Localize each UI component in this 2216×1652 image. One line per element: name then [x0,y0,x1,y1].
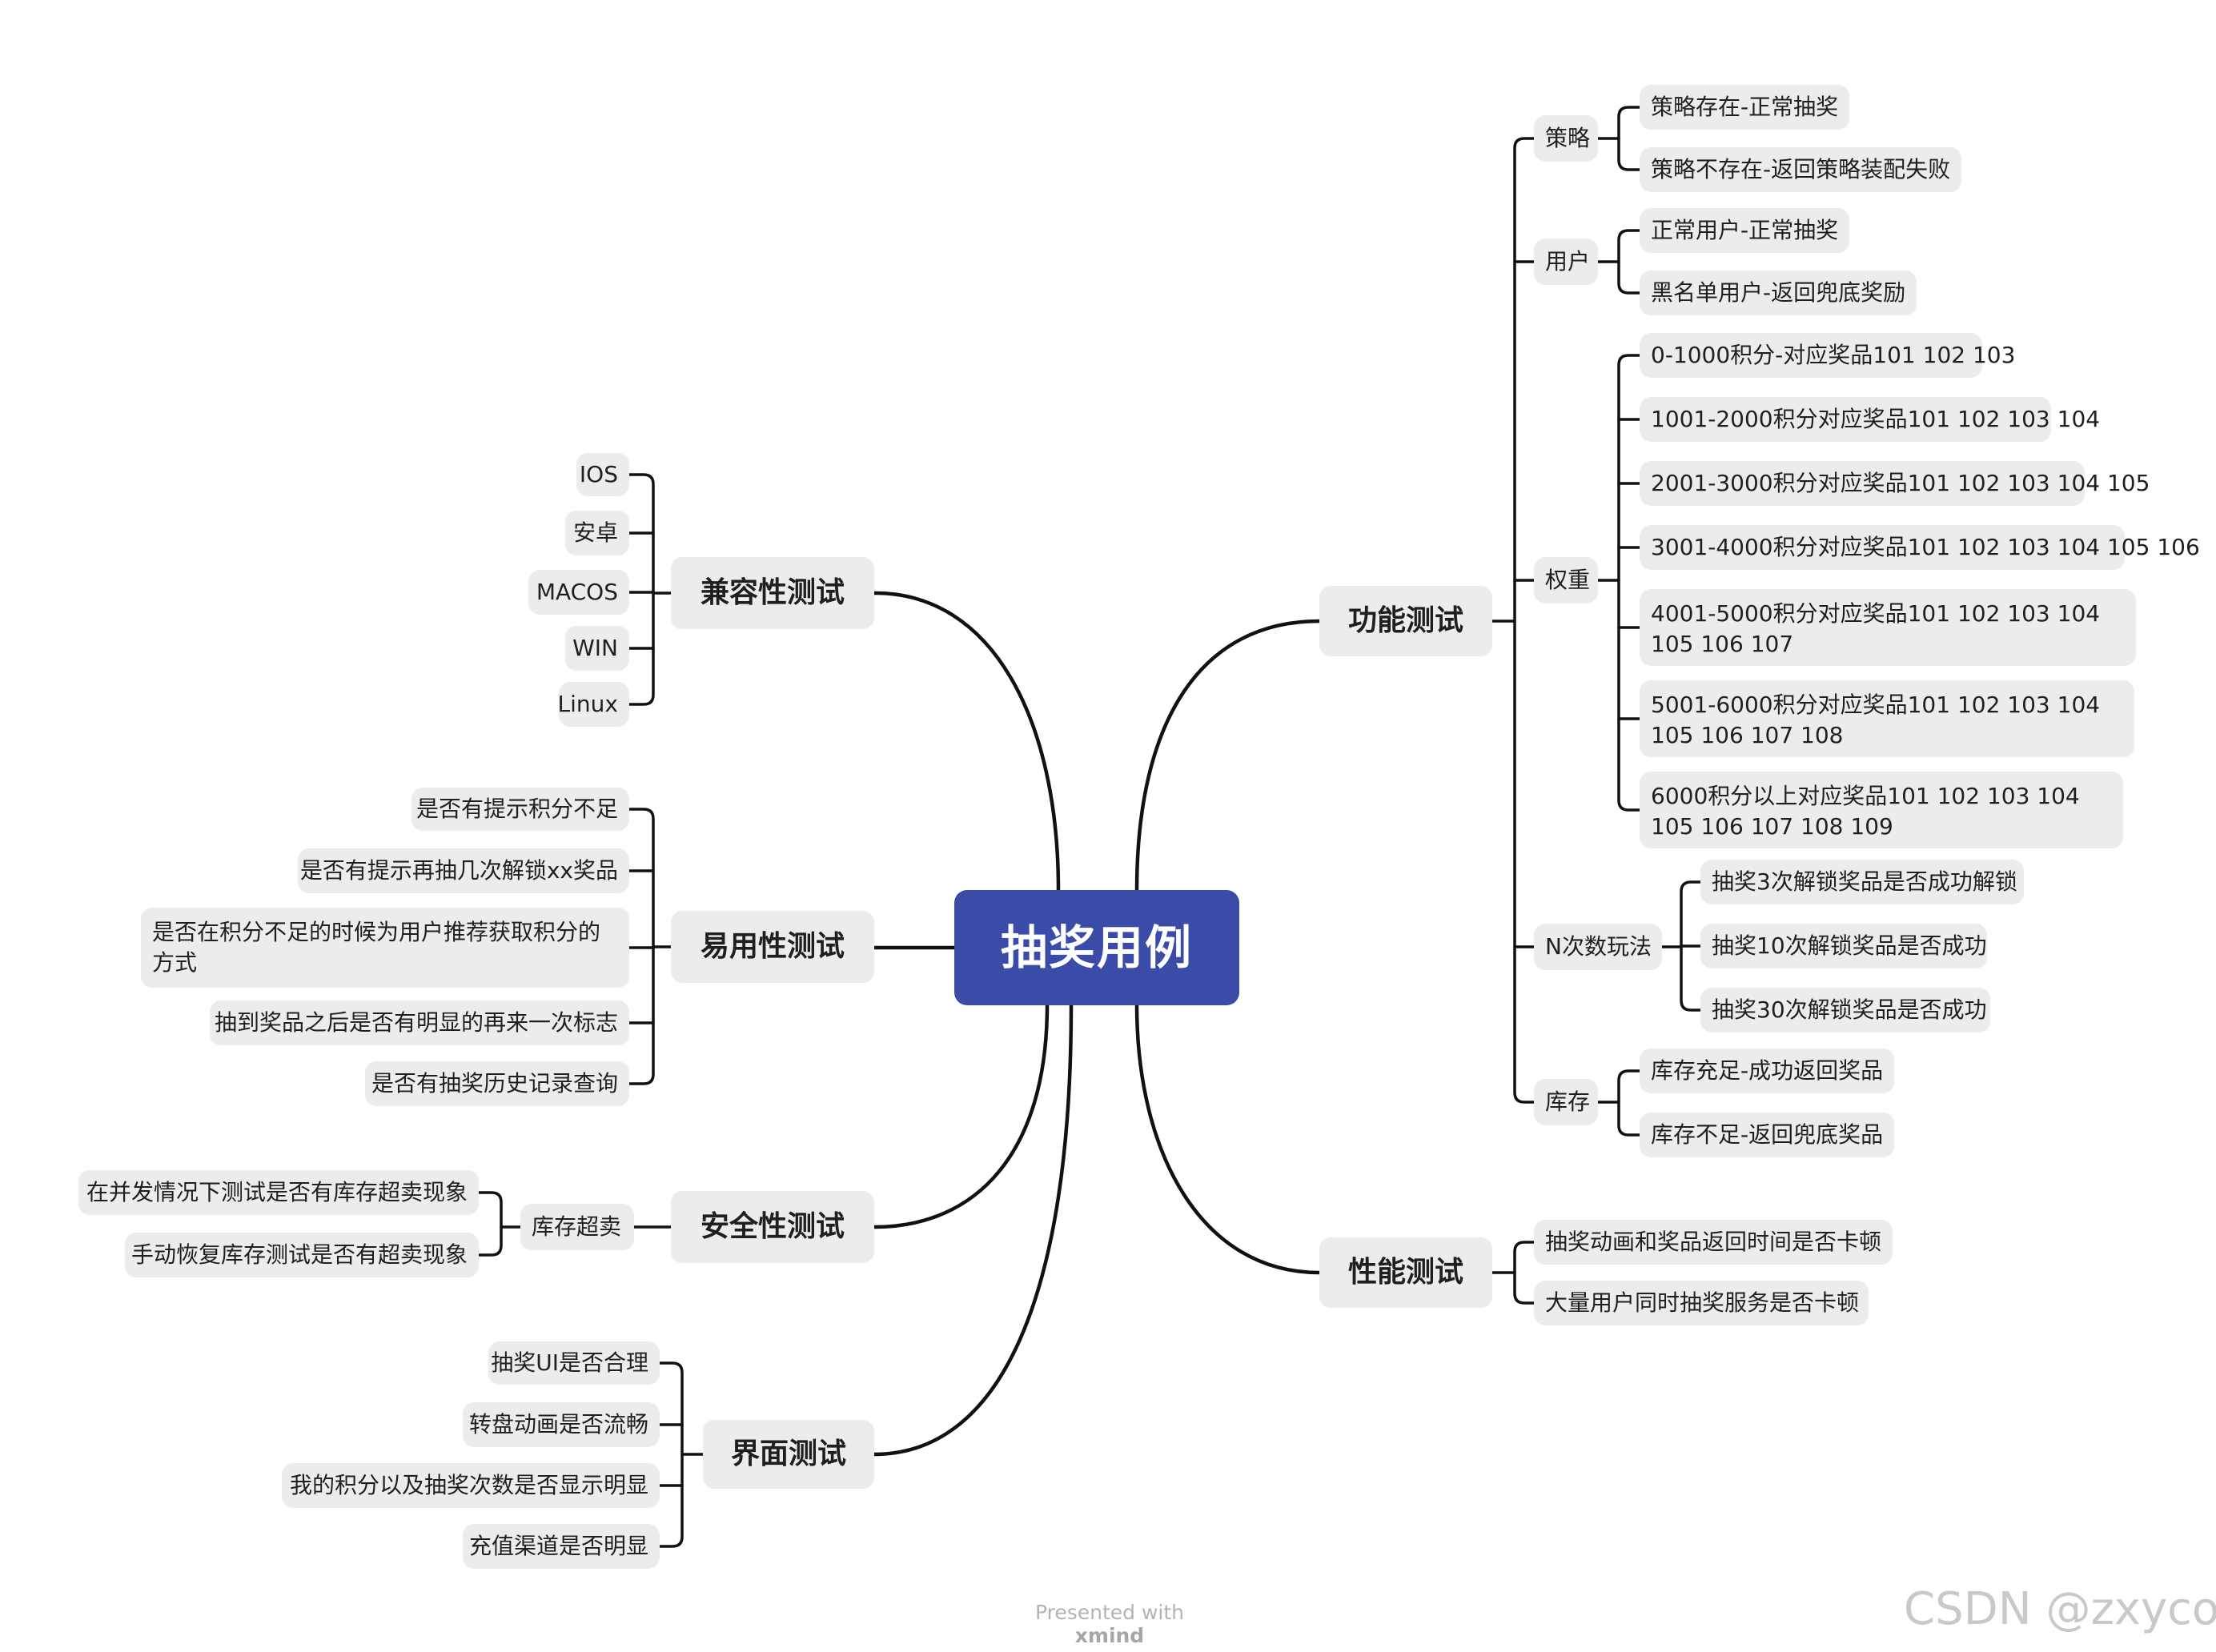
bracket-weight-spine [1617,354,1641,812]
n-draws-item-3[interactable]: 抽奖3次解锁奖品是否成功解锁 [1700,860,2024,904]
compat-item-android[interactable]: 安卓 [565,511,629,555]
compat-item-linux[interactable]: Linux [558,682,629,727]
compat-item-macos[interactable]: MACOS [528,570,629,615]
link-root-functional [1134,619,1322,892]
strategy-item-exists[interactable]: 策略存在-正常抽奖 [1640,85,1849,130]
user-item-blacklist[interactable]: 黑名单用户-返回兜底奖励 [1640,271,1917,315]
weight-item-0-1000[interactable]: 0-1000积分-对应奖品101 102 103 [1640,333,2015,378]
bracket-compat-spine [628,473,655,706]
strategy-item-missing[interactable]: 策略不存在-返回策略装配失败 [1640,147,1961,192]
link-root-performance [1134,1003,1322,1275]
link-root-compatibility [872,591,1061,892]
bracket-functional-spine [1513,137,1536,1104]
bracket-strategy-spine [1617,106,1641,171]
bracket-security-spine [477,1191,503,1257]
watermark: CSDN @zxycode [1904,1583,2216,1635]
performance-item-concurrent-users[interactable]: 大量用户同时抽奖服务是否卡顿 [1534,1281,1869,1325]
weight-item-6000-plus[interactable]: 6000积分以上对应奖品101 102 103 104 105 106 107 … [1640,772,2123,848]
ui-item-wheel-animation[interactable]: 转盘动画是否流畅 [463,1402,660,1447]
ui-item-recharge[interactable]: 充值渠道是否明显 [463,1524,660,1569]
functional-sub-user[interactable]: 用户 [1534,239,1598,285]
functional-sub-n-draws[interactable]: N次数玩法 [1534,924,1662,970]
footer-brand: xmind [1074,1624,1145,1647]
compat-item-win[interactable]: WIN [565,626,629,671]
root-topic[interactable]: 抽奖用例 [954,890,1239,1005]
topic-performance-testing[interactable]: 性能测试 [1319,1237,1492,1308]
bracket-performance-spine [1513,1241,1536,1305]
ui-item-layout[interactable]: 抽奖UI是否合理 [488,1341,660,1385]
topic-ui-testing[interactable]: 界面测试 [703,1420,874,1489]
bracket-ui-spine [658,1361,684,1548]
bracket-user-spine [1617,229,1641,295]
n-draws-item-30[interactable]: 抽奖30次解锁奖品是否成功 [1700,988,1990,1032]
weight-item-4001-5000[interactable]: 4001-5000积分对应奖品101 102 103 104 105 106 1… [1640,589,2136,666]
compat-item-ios[interactable]: IOS [576,453,629,496]
usability-item-play-again[interactable]: 抽到奖品之后是否有明显的再来一次标志 [210,1000,629,1045]
topic-functional-testing[interactable]: 功能测试 [1319,586,1492,656]
topic-usability-testing[interactable]: 易用性测试 [671,911,874,983]
security-item-manual-restore[interactable]: 手动恢复库存测试是否有超卖现象 [125,1233,479,1277]
usability-item-insufficient-points[interactable]: 是否有提示积分不足 [411,788,629,831]
weight-item-1001-2000[interactable]: 1001-2000积分对应奖品101 102 103 104 [1640,397,2100,442]
bracket-inventory-spine [1617,1069,1641,1137]
n-draws-item-10[interactable]: 抽奖10次解锁奖品是否成功 [1700,924,1987,968]
functional-sub-strategy[interactable]: 策略 [1534,115,1598,162]
functional-sub-weight[interactable]: 权重 [1534,557,1598,603]
usability-item-history[interactable]: 是否有抽奖历史记录查询 [365,1061,629,1106]
weight-item-5001-6000[interactable]: 5001-6000积分对应奖品101 102 103 104 105 106 1… [1640,680,2134,757]
usability-item-recommend-points[interactable]: 是否在积分不足的时候为用户推荐获取积分的方式 [141,908,629,988]
inventory-item-sufficient[interactable]: 库存充足-成功返回奖品 [1640,1049,1894,1093]
topic-security-testing[interactable]: 安全性测试 [671,1191,874,1263]
topic-compatibility-testing[interactable]: 兼容性测试 [671,557,874,629]
weight-item-2001-3000[interactable]: 2001-3000积分对应奖品101 102 103 104 105 [1640,461,2150,506]
usability-item-unlock-hint[interactable]: 是否有提示再抽几次解锁xx奖品 [298,848,629,893]
footer-prefix: Presented with [1034,1601,1185,1624]
ui-item-points-display[interactable]: 我的积分以及抽奖次数是否显示明显 [282,1463,660,1508]
link-root-security [872,1003,1050,1229]
footer-credit: Presented with xmind [998,1601,1222,1647]
security-sub-oversell[interactable]: 库存超卖 [520,1204,634,1250]
performance-item-animation-latency[interactable]: 抽奖动画和奖品返回时间是否卡顿 [1534,1220,1893,1265]
link-root-ui [872,1003,1074,1457]
user-item-normal[interactable]: 正常用户-正常抽奖 [1640,208,1849,253]
functional-sub-inventory[interactable]: 库存 [1534,1079,1598,1125]
security-item-concurrency[interactable]: 在并发情况下测试是否有库存超卖现象 [78,1170,479,1215]
weight-item-3001-4000[interactable]: 3001-4000积分对应奖品101 102 103 104 105 106 [1640,525,2200,570]
inventory-item-insufficient[interactable]: 库存不足-返回兜底奖品 [1640,1113,1894,1157]
